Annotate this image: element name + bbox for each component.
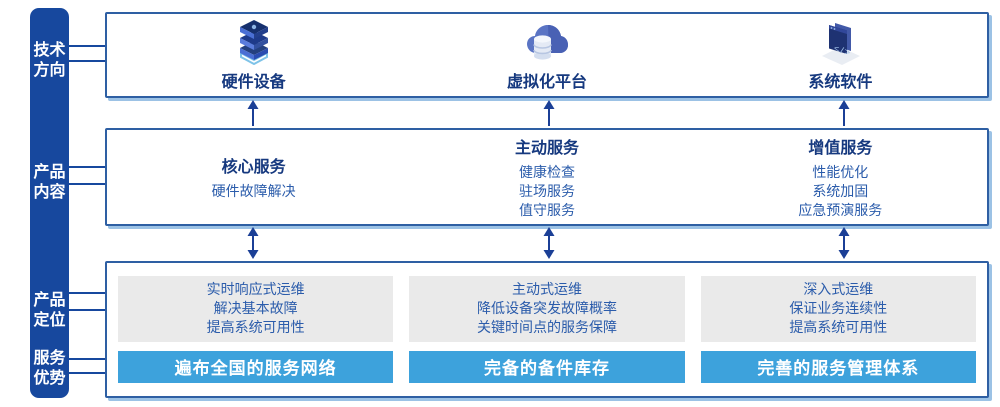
- up-arrow-icon: [543, 100, 555, 126]
- positioning-line: 保证业务连续性: [789, 300, 888, 317]
- content-item: 健康检查: [518, 164, 575, 180]
- sidebar-label-line: 产品: [33, 164, 66, 181]
- positioning-column-proactive: 主动式运维 降低设备突发故障概率 关键时间点的服务保障 完备的备件库存: [409, 276, 685, 383]
- double-arrow-icon: [838, 227, 850, 259]
- double-arrow-icon: [543, 227, 555, 259]
- tech-item-label: 虚拟化平台: [506, 74, 587, 91]
- sidebar-label-line: 方向: [33, 62, 66, 79]
- up-arrow-icon: [247, 100, 259, 126]
- content-item: 驻场服务: [518, 183, 575, 199]
- sidebar-label-product-positioning: 产品 定位: [30, 291, 69, 331]
- positioning-column-realtime: 实时响应式运维 解决基本故障 提高系统可用性 遍布全国的服务网络: [118, 276, 394, 383]
- tech-item-virtualization: 虚拟化平台: [400, 14, 693, 96]
- positioning-description-panel: 主动式运维 降低设备突发故障概率 关键时间点的服务保障: [409, 276, 685, 342]
- positioning-line: 提高系统可用性: [789, 319, 888, 336]
- positioning-line: 实时响应式运维: [206, 281, 305, 298]
- positioning-line: 深入式运维: [803, 281, 874, 298]
- content-item: 性能优化: [812, 164, 869, 180]
- connector-line: [66, 309, 106, 311]
- connector-line: [66, 45, 106, 47]
- sidebar-label-line: 产品: [33, 292, 66, 309]
- svg-text:</>: </>: [834, 43, 850, 59]
- category-sidebar: 技术 方向 产品 内容 产品 定位 服务 优势: [30, 8, 69, 398]
- connector-line: [66, 372, 106, 374]
- code-window-icon: </>: [814, 18, 866, 66]
- sidebar-label-line: 优势: [33, 370, 66, 387]
- tech-item-system-software: </> 系统软件: [694, 14, 987, 96]
- connector-line: [66, 166, 106, 168]
- tech-item-label: 硬件设备: [221, 74, 286, 91]
- tech-direction-box: 硬件设备 虚拟化平台: [105, 12, 989, 98]
- tech-item-hardware: 硬件设备: [107, 14, 400, 96]
- content-column-proactive-service: 主动服务 健康检查 驻场服务 值守服务: [400, 130, 693, 224]
- positioning-line: 降低设备突发故障概率: [476, 300, 617, 317]
- positioning-line: 主动式运维: [511, 281, 582, 298]
- positioning-description-panel: 深入式运维 保证业务连续性 提高系统可用性: [700, 276, 976, 342]
- positioning-line: 关键时间点的服务保障: [476, 319, 617, 336]
- tech-item-label: 系统软件: [808, 74, 873, 91]
- server-stack-icon: [228, 18, 280, 66]
- positioning-column-indepth: 深入式运维 保证业务连续性 提高系统可用性 完善的服务管理体系: [700, 276, 976, 383]
- content-column-value-added-service: 增值服务 性能优化 系统加固 应急预演服务: [694, 130, 987, 224]
- content-column-core-service: 核心服务 硬件故障解决: [107, 130, 400, 224]
- advantage-banner: 完善的服务管理体系: [700, 350, 976, 383]
- content-column-title: 核心服务: [221, 159, 286, 176]
- positioning-line: 提高系统可用性: [206, 319, 305, 336]
- cloud-database-icon: [521, 18, 573, 66]
- sidebar-label-line: 技术: [33, 42, 66, 59]
- content-item: 硬件故障解决: [211, 183, 296, 199]
- sidebar-label-line: 内容: [33, 184, 66, 201]
- sidebar-label-product-content: 产品 内容: [30, 163, 69, 203]
- sidebar-label-line: 服务: [33, 350, 66, 367]
- content-column-title: 增值服务: [808, 140, 873, 157]
- positioning-line: 解决基本故障: [213, 300, 298, 317]
- sidebar-label-line: 定位: [33, 312, 66, 329]
- content-item: 系统加固: [812, 183, 869, 199]
- content-column-title: 主动服务: [514, 140, 579, 157]
- sidebar-label-tech-direction: 技术 方向: [30, 41, 69, 81]
- connector-line: [66, 183, 106, 185]
- positioning-description-panel: 实时响应式运维 解决基本故障 提高系统可用性: [118, 276, 394, 342]
- connector-line: [66, 358, 106, 360]
- content-item: 应急预演服务: [798, 202, 883, 218]
- advantage-banner: 完备的备件库存: [409, 350, 685, 383]
- product-content-box: 核心服务 硬件故障解决 主动服务 健康检查 驻场服务 值守服务 增值服务 性能优…: [105, 128, 989, 226]
- advantage-banner: 遍布全国的服务网络: [118, 350, 394, 383]
- sidebar-label-service-advantage: 服务 优势: [30, 349, 69, 389]
- product-positioning-box: 实时响应式运维 解决基本故障 提高系统可用性 遍布全国的服务网络 主动式运维 降…: [105, 261, 989, 398]
- content-item: 值守服务: [518, 202, 575, 218]
- connector-line: [66, 60, 106, 62]
- double-arrow-icon: [247, 227, 259, 259]
- connector-line: [66, 292, 106, 294]
- up-arrow-icon: [838, 100, 850, 126]
